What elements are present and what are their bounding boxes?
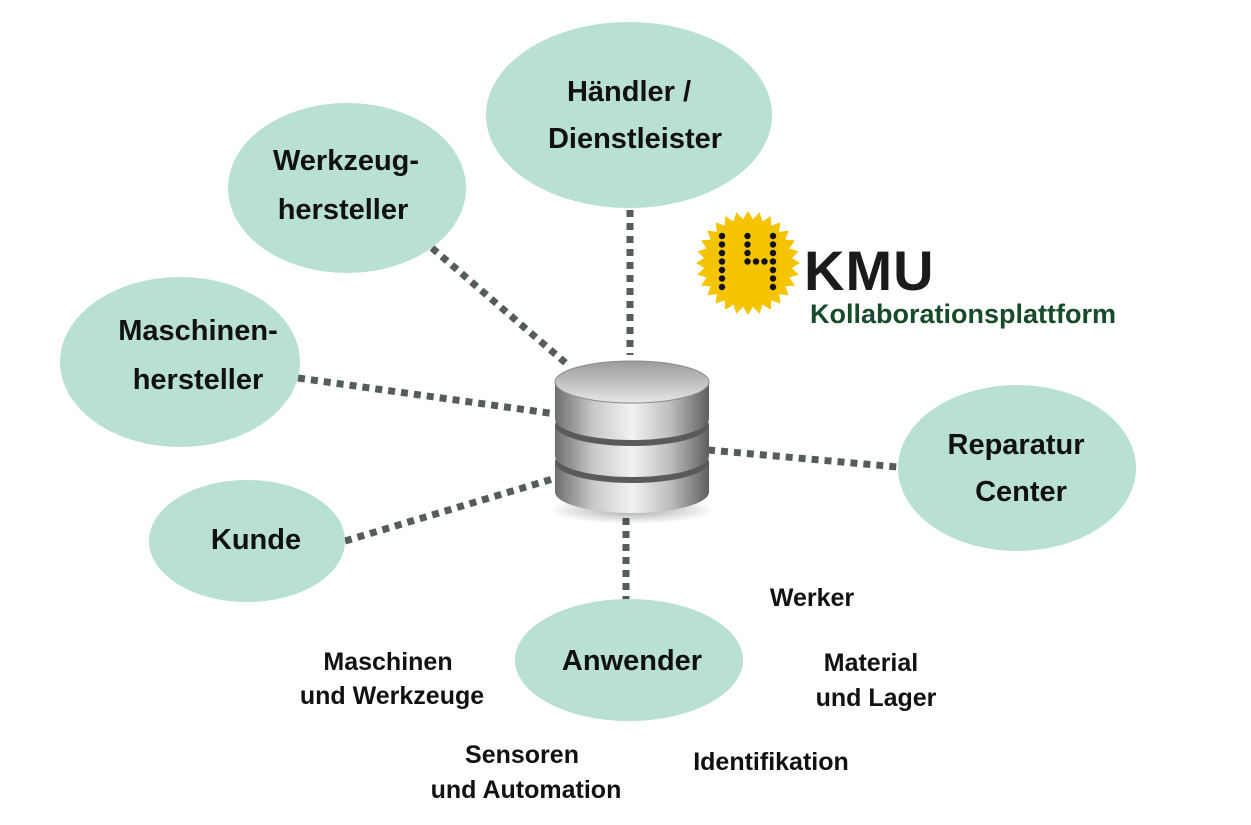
aspect-identifikation: Identifikation	[693, 748, 849, 776]
node-maschinen: Maschinen- hersteller	[60, 277, 300, 447]
node-anwender-line1: Anwender	[562, 645, 702, 677]
i4-dot	[744, 241, 751, 248]
connector-werkzeug	[429, 245, 571, 368]
brand-logo: KMU Kollaborationsplattform	[696, 211, 1116, 329]
node-kunde-shape	[149, 480, 345, 602]
node-werkzeug-line1: Werkzeug-	[273, 145, 419, 177]
aspect-sensoren-line1: Sensoren	[465, 741, 579, 769]
node-anwender: Anwender	[515, 599, 743, 721]
node-reparatur-line2: Center	[975, 476, 1067, 508]
node-werkzeug-shape	[228, 103, 466, 273]
i4-dot	[769, 283, 777, 291]
node-reparatur-shape	[898, 385, 1136, 551]
aspect-material-line1: Material	[824, 649, 918, 677]
i4-dot	[718, 241, 726, 248]
i4-dot	[718, 275, 726, 282]
i4-dot	[769, 275, 777, 282]
i4-dot	[744, 249, 751, 257]
connectors	[297, 210, 899, 606]
i4-dot	[718, 249, 726, 257]
connector-reparatur	[707, 446, 899, 471]
node-werkzeug-line2: hersteller	[278, 194, 409, 226]
node-anwender-shape	[515, 599, 743, 721]
aspect-maschinen-line1: Maschinen	[323, 648, 452, 676]
i4-dot	[769, 266, 777, 274]
node-haendler-shape	[486, 22, 772, 208]
i4-dot	[761, 258, 768, 265]
i4-dot	[769, 249, 777, 257]
database-icon	[548, 360, 716, 524]
i4-dot	[744, 232, 751, 240]
node-kunde: Kunde	[149, 480, 345, 602]
node-werkzeug: Werkzeug- hersteller	[228, 103, 466, 273]
node-maschinen-line1: Maschinen-	[118, 315, 278, 347]
i4-dot	[718, 266, 726, 274]
node-maschinen-shape	[60, 277, 300, 447]
node-haendler-line1: Händler /	[567, 76, 691, 108]
i4-dot	[769, 241, 777, 248]
i4-dot	[718, 283, 726, 291]
aspect-maschinen-line2: und Werkzeuge	[300, 682, 484, 710]
i4-dot	[718, 258, 726, 265]
i4-dot	[769, 258, 777, 265]
brand-subtitle: Kollaborationsplattform	[810, 299, 1116, 329]
node-haendler: Händler / Dienstleister	[486, 22, 772, 208]
i4-dot-matrix	[718, 232, 777, 291]
i4-dot	[718, 232, 726, 240]
i4-dot	[752, 258, 760, 265]
aspect-sensoren-line2: und Automation	[431, 776, 622, 804]
node-reparatur-line1: Reparatur	[948, 429, 1085, 461]
i4-dot	[744, 258, 751, 265]
connector-kunde	[343, 474, 558, 545]
database-lid	[554, 360, 710, 404]
node-kunde-line1: Kunde	[211, 524, 301, 556]
brand-name: KMU	[804, 239, 935, 302]
connector-maschinen	[297, 374, 557, 418]
node-maschinen-line2: hersteller	[133, 364, 264, 396]
anwender-aspects: Werker Maschinen und Werkzeuge Material …	[300, 584, 937, 804]
node-haendler-line2: Dienstleister	[548, 123, 722, 155]
i4-dot	[769, 232, 777, 240]
node-reparatur: Reparatur Center	[898, 385, 1136, 551]
aspect-material-line2: und Lager	[816, 684, 937, 712]
aspect-werker: Werker	[770, 584, 855, 612]
